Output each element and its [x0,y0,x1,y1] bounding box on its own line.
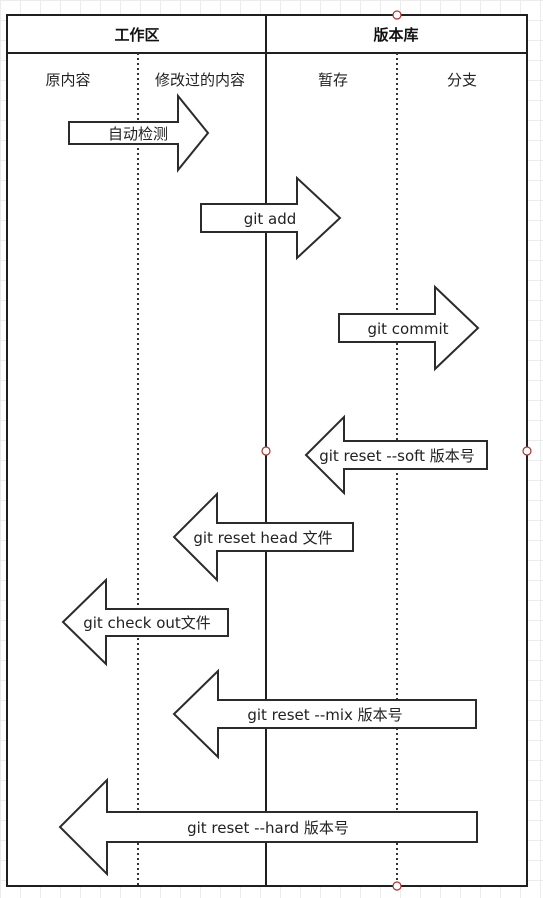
selection-handle-top[interactable] [392,10,402,20]
reset-soft-arrow: git reset --soft 版本号 [304,414,488,496]
auto-detect-label: 自动检测 [108,125,168,143]
reset-hard-label: git reset --hard 版本号 [187,819,349,837]
workspace-title: 工作区 [114,26,159,44]
modified-content-label: 修改过的内容 [155,71,245,89]
original-content-label: 原内容 [45,71,90,89]
git-add-arrow: git add [200,175,342,261]
reset-mix-label: git reset --mix 版本号 [247,706,402,724]
selection-handle-bottom[interactable] [392,881,402,891]
auto-detect-arrow: 自动检测 [68,93,210,173]
branch-label: 分支 [447,71,477,89]
workspace-lane-box [6,14,267,887]
checkout-label: git check out文件 [83,614,211,632]
reset-mix-arrow: git reset --mix 版本号 [172,668,477,760]
reset-head-label: git reset head 文件 [193,529,332,547]
git-commit-label: git commit [367,320,448,338]
git-add-label: git add [244,210,297,228]
git-commit-arrow: git commit [338,284,480,372]
repository-title: 版本库 [373,26,418,44]
reset-hard-arrow: git reset --hard 版本号 [58,777,478,877]
reset-soft-label: git reset --soft 版本号 [319,447,475,465]
workspace-lane: 工作区 原内容 修改过的内容 [6,14,267,887]
selection-handle-left[interactable] [261,446,271,456]
checkout-arrow: git check out文件 [61,577,229,667]
selection-handle-right[interactable] [522,446,532,456]
reset-head-arrow: git reset head 文件 [172,491,354,583]
stage-label: 暂存 [318,71,348,89]
